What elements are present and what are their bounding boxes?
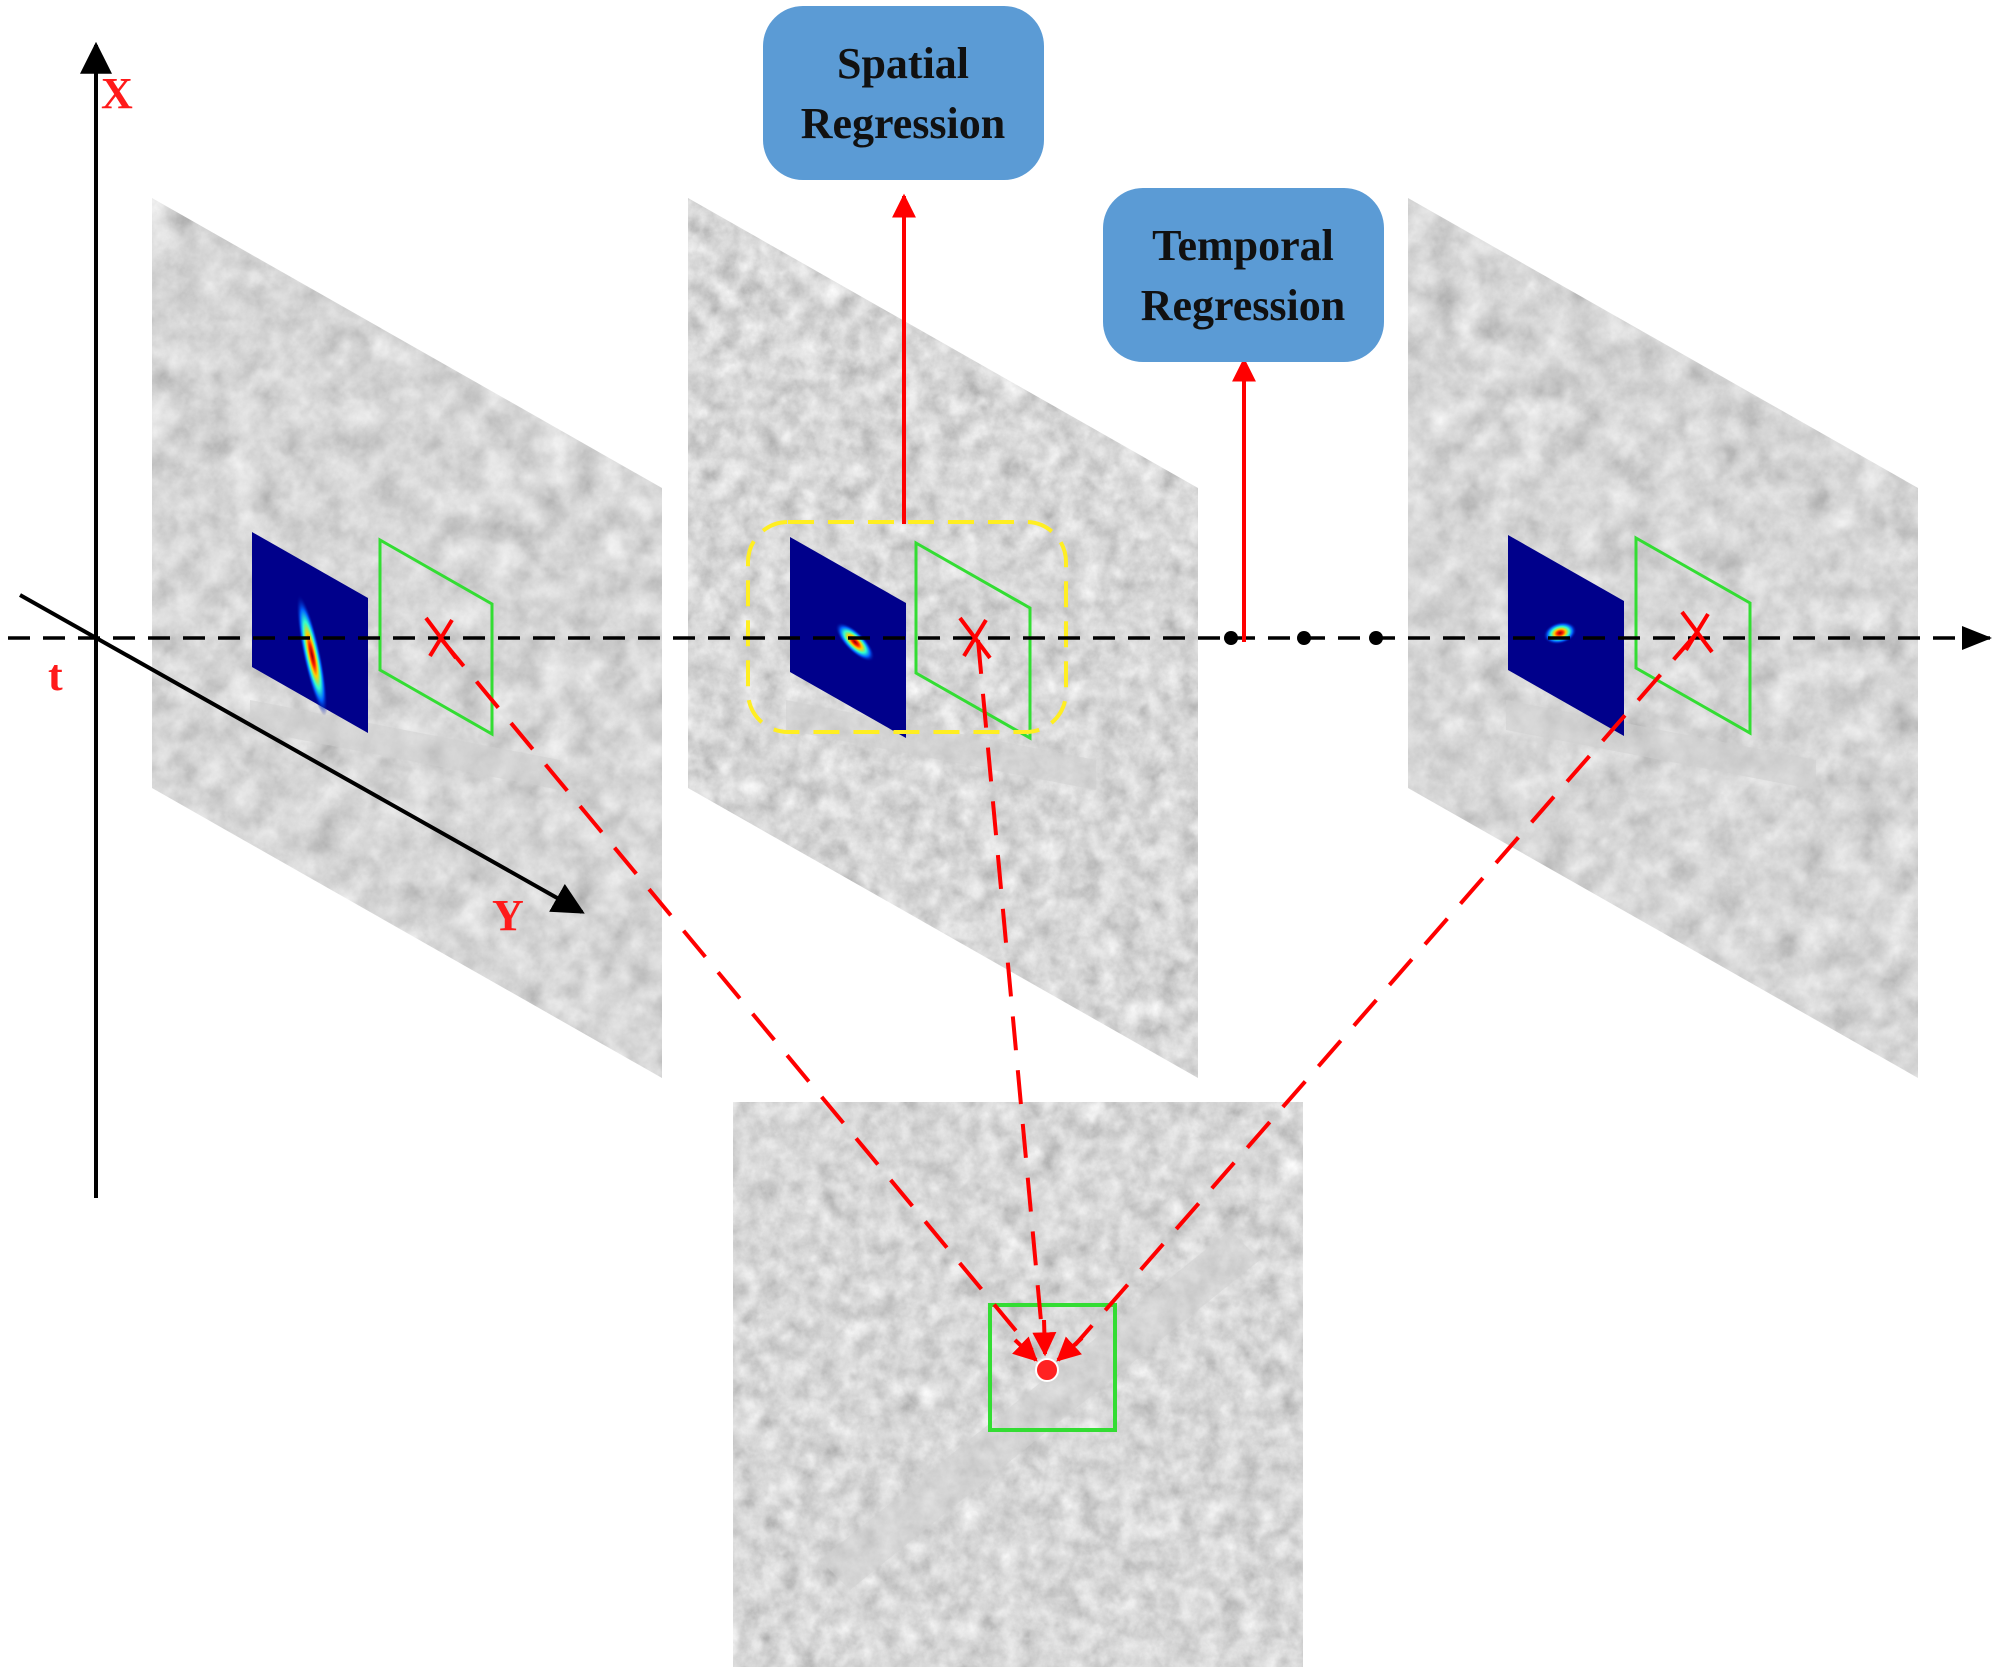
t-axis-label: t bbox=[48, 651, 63, 700]
frame-1 bbox=[152, 198, 662, 1078]
frame-3 bbox=[1408, 198, 1918, 1078]
runway bbox=[250, 700, 560, 790]
search-window bbox=[914, 540, 1032, 741]
satellite-frame-image bbox=[152, 198, 662, 1078]
runway bbox=[820, 1230, 1260, 1590]
fused-window bbox=[988, 1303, 1117, 1432]
target-cross-icon bbox=[958, 616, 992, 660]
temporal-regression-box: Temporal Regression bbox=[1103, 188, 1384, 362]
spatial-group-outline bbox=[746, 520, 1068, 734]
temporal-regression-box-bg bbox=[1103, 188, 1384, 362]
timeline-dot bbox=[1369, 631, 1383, 645]
timeline-dot bbox=[1224, 631, 1238, 645]
temporal-box-line2: Regression bbox=[1141, 281, 1346, 330]
x-axis-label: X bbox=[101, 69, 133, 118]
projection-line-frame-1 bbox=[440, 638, 1034, 1352]
converge-arrow-mid bbox=[1032, 1319, 1057, 1357]
fused-frame bbox=[733, 1102, 1303, 1667]
timeline-dot bbox=[1297, 631, 1311, 645]
spatial-regression-box: Spatial Regression bbox=[763, 6, 1044, 180]
projection-line-frame-2 bbox=[976, 639, 1044, 1333]
converge-arrow-left bbox=[1012, 1336, 1038, 1362]
response-peak bbox=[296, 594, 328, 716]
satellite-frame-image bbox=[733, 1102, 1303, 1667]
runway bbox=[786, 700, 1096, 790]
y-axis-label: Y bbox=[492, 891, 524, 940]
fused-target-point bbox=[1035, 1358, 1059, 1382]
spatial-box-line2: Regression bbox=[801, 99, 1006, 148]
t-axis-arrowhead bbox=[1962, 626, 1992, 650]
y-axis bbox=[19, 593, 585, 914]
spatial-box-line1: Spatial bbox=[837, 39, 969, 88]
satellite-frame-image bbox=[1408, 198, 1918, 1078]
search-window bbox=[1634, 535, 1752, 736]
projection-lines bbox=[440, 632, 1698, 1352]
spatial-regression-box-bg bbox=[763, 6, 1044, 180]
search-window bbox=[378, 537, 494, 737]
projection-line-frame-3 bbox=[1073, 632, 1698, 1347]
runway bbox=[1506, 700, 1816, 790]
response-peak bbox=[835, 622, 875, 662]
regression-arrows bbox=[892, 193, 1256, 642]
axes bbox=[8, 41, 1992, 1198]
temporal-box-line1: Temporal bbox=[1152, 221, 1334, 270]
